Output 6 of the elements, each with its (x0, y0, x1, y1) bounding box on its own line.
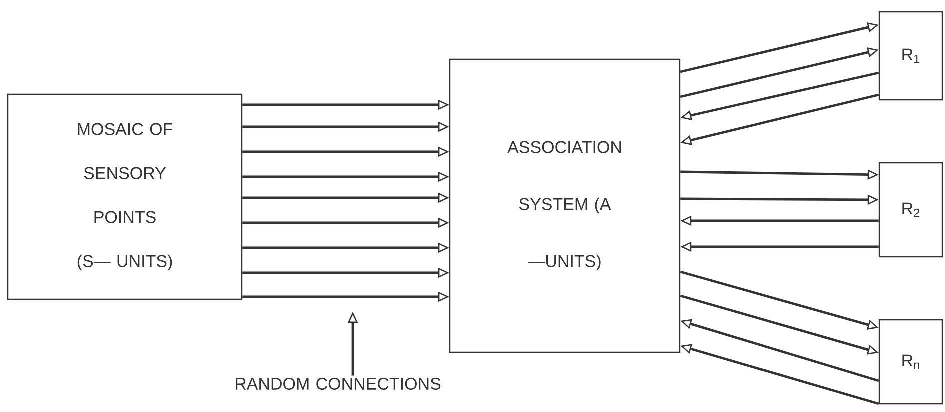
response-box: R$_{1}$ (878, 11, 944, 101)
response-box: R$_{2}$ (878, 162, 944, 258)
response-box: R$_{n}$ (878, 319, 944, 405)
caption-text: RANDOM CONNECTIONS (236, 378, 441, 390)
association-box: ASSOCIATION SYSTEM (A —UNITS) (449, 58, 681, 354)
sensory-units-box: MOSAIC OF SENSORY POINTS (S— UNITS) (7, 94, 243, 300)
